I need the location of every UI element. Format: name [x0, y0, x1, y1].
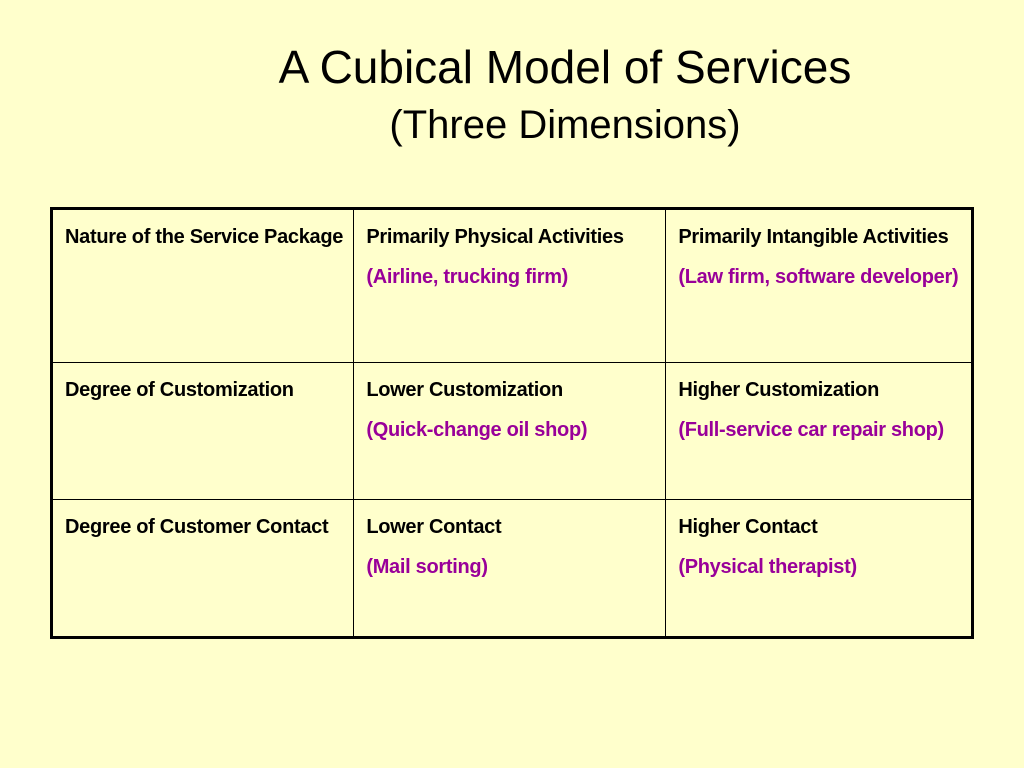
- high-example: (Law firm, software developer): [678, 266, 959, 288]
- low-cell: Primarily Physical Activities (Airline, …: [353, 208, 667, 363]
- low-example: (Mail sorting): [366, 556, 488, 578]
- slide-title-block: A Cubical Model of Services (Three Dimen…: [150, 40, 980, 148]
- dimension-label: Degree of Customization: [65, 379, 294, 401]
- low-label: Lower Contact: [366, 516, 502, 538]
- high-label: Higher Contact: [678, 516, 818, 538]
- high-example: (Physical therapist): [678, 556, 857, 578]
- dimension-cell: Degree of Customization: [50, 362, 355, 500]
- low-label: Lower Customization: [366, 379, 563, 401]
- table-row: Nature of the Service Package Primarily …: [50, 208, 973, 363]
- high-cell: Primarily Intangible Activities (Law fir…: [665, 208, 973, 363]
- low-cell: Lower Customization (Quick-change oil sh…: [353, 362, 667, 500]
- low-example: (Quick-change oil shop): [366, 419, 588, 441]
- dimension-cell: Nature of the Service Package: [50, 208, 355, 363]
- table-row: Degree of Customization Lower Customizat…: [50, 362, 973, 500]
- table-row: Degree of Customer Contact Lower Contact…: [50, 499, 973, 638]
- service-dimensions-table: Nature of the Service Package Primarily …: [50, 207, 974, 639]
- low-label: Primarily Physical Activities: [366, 226, 624, 248]
- high-cell: Higher Customization (Full-service car r…: [665, 362, 973, 500]
- high-label: Higher Customization: [678, 379, 880, 401]
- dimension-cell: Degree of Customer Contact: [50, 499, 355, 638]
- high-label: Primarily Intangible Activities: [678, 226, 949, 248]
- dimension-label: Nature of the Service Package: [65, 226, 344, 248]
- low-example: (Airline, trucking firm): [366, 266, 569, 288]
- slide-title: A Cubical Model of Services: [278, 41, 852, 93]
- slide-subtitle: (Three Dimensions): [389, 103, 741, 147]
- high-cell: Higher Contact (Physical therapist): [665, 499, 973, 638]
- dimension-label: Degree of Customer Contact: [65, 516, 329, 538]
- high-example: (Full-service car repair shop): [678, 419, 944, 441]
- low-cell: Lower Contact (Mail sorting): [353, 499, 667, 638]
